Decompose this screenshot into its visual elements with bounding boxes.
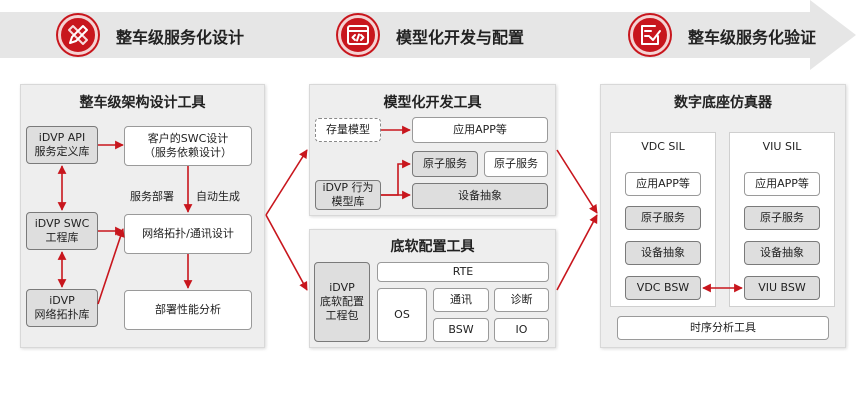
auto-generate-label: 自动生成 <box>196 190 240 203</box>
network-design-box: 网络拓扑/通讯设计 <box>124 214 252 254</box>
comm-box: 通讯 <box>433 288 489 312</box>
rte-box: RTE <box>377 262 549 282</box>
step-1-label: 整车级服务化设计 <box>116 28 245 47</box>
bsw-config-package: iDVP 底软配置 工程包 <box>314 262 370 342</box>
model-app-box: 应用APP等 <box>412 117 548 143</box>
pencil-ruler-icon <box>58 15 98 55</box>
design-tool-title: 整车级架构设计工具 <box>79 95 206 111</box>
atomic-service-box-1: 原子服务 <box>412 151 478 177</box>
viu-device-box: 设备抽象 <box>744 241 820 265</box>
model-tool-title: 模型化开发工具 <box>383 95 482 111</box>
checklist-icon <box>630 15 670 55</box>
api-service-library: iDVP API 服务定义库 <box>26 126 98 164</box>
bsw-tool-title: 底软配置工具 <box>390 239 475 255</box>
viu-atomic-box: 原子服务 <box>744 206 820 230</box>
step-2-label: 模型化开发与配置 <box>396 28 525 47</box>
swc-project-library: iDVP SWC 工程库 <box>26 212 98 250</box>
io-box: IO <box>494 318 549 342</box>
viu-bsw-box: VIU BSW <box>744 276 820 300</box>
step-3-label: 整车级服务化验证 <box>688 28 817 47</box>
bsw-box: BSW <box>433 318 489 342</box>
vdc-bsw-box: VDC BSW <box>625 276 701 300</box>
deploy-perf-box: 部署性能分析 <box>124 290 252 330</box>
timing-analysis-box: 时序分析工具 <box>617 316 829 340</box>
vdc-atomic-box: 原子服务 <box>625 206 701 230</box>
simulator-title: 数字底座仿真器 <box>674 95 772 111</box>
legacy-model-box: 存量模型 <box>315 118 381 142</box>
viu-sil-title: VIU SIL <box>762 140 802 153</box>
swc-design-box: 客户的SWC设计 （服务依赖设计） <box>124 126 252 166</box>
diag-box: 诊断 <box>494 288 549 312</box>
network-topology-library: iDVP 网络拓扑库 <box>26 289 98 327</box>
os-box: OS <box>377 288 427 342</box>
vdc-app-box: 应用APP等 <box>625 172 701 196</box>
behavior-model-library: iDVP 行为 模型库 <box>315 180 381 210</box>
vdc-sil-title: VDC SIL <box>641 140 685 153</box>
service-deploy-label: 服务部署 <box>130 190 174 203</box>
code-window-icon <box>338 15 378 55</box>
viu-app-box: 应用APP等 <box>744 172 820 196</box>
atomic-service-box-2: 原子服务 <box>484 151 548 177</box>
vdc-device-box: 设备抽象 <box>625 241 701 265</box>
device-abstraction-box: 设备抽象 <box>412 183 548 209</box>
